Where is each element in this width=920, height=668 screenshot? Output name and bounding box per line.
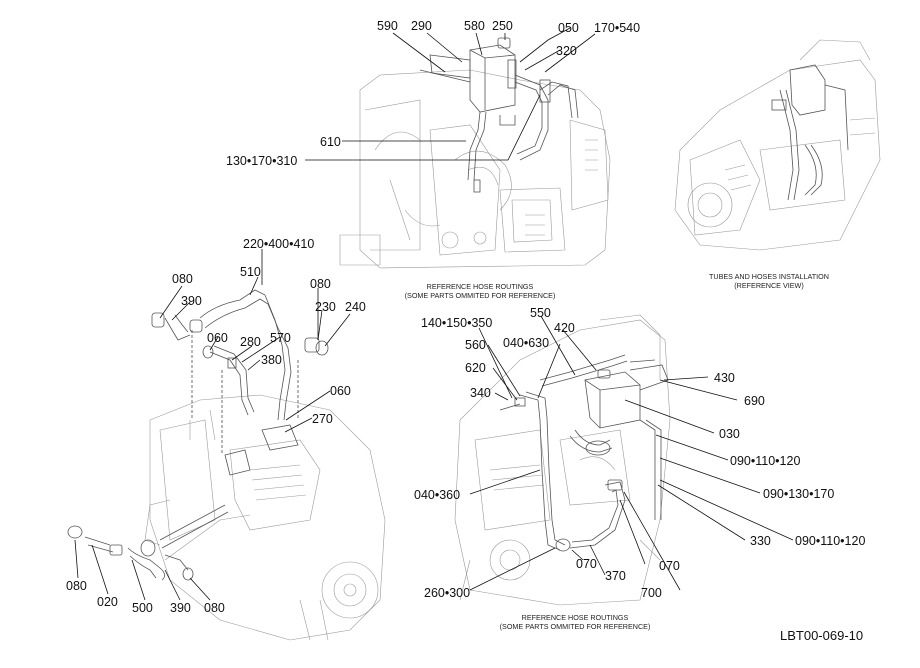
install-caption-line1: TUBES AND HOSES INSTALLATION (709, 272, 829, 281)
label-570: 570 (270, 331, 291, 345)
label-290: 290 (411, 19, 432, 33)
label-020: 020 (97, 595, 118, 609)
captions: REFERENCE HOSE ROUTINGS (SOME PARTS OMMI… (405, 272, 863, 643)
label-390-a: 390 (181, 294, 202, 308)
figure-id: LBT00-069-10 (780, 628, 863, 643)
label-240: 240 (345, 300, 366, 314)
label-130-170-310: 130•170•310 (226, 154, 297, 168)
label-580: 580 (464, 19, 485, 33)
label-510: 510 (240, 265, 261, 279)
label-040-360: 040•360 (414, 488, 460, 502)
install-reference-illustration (674, 39, 881, 251)
label-280: 280 (240, 335, 261, 349)
bottom-engine-illustration (454, 314, 671, 606)
label-080-a: 080 (172, 272, 193, 286)
label-090-130-170: 090•130•170 (763, 487, 834, 501)
label-090-110-120-b: 090•110•120 (795, 534, 865, 548)
label-610: 610 (320, 135, 341, 149)
label-090-110-120-a: 090•110•120 (730, 454, 800, 468)
label-260-300: 260•300 (424, 586, 470, 600)
label-140-150-350: 140•150•350 (421, 316, 492, 330)
label-370: 370 (605, 569, 626, 583)
label-700: 700 (641, 586, 662, 600)
top-engine-illustration (339, 37, 611, 269)
label-080-d: 080 (204, 601, 225, 615)
label-040-630: 040•630 (503, 336, 549, 350)
label-340: 340 (470, 386, 491, 400)
label-080-c: 080 (66, 579, 87, 593)
label-250: 250 (492, 19, 513, 33)
label-060-b: 060 (330, 384, 351, 398)
label-590: 590 (377, 19, 398, 33)
top-routing-caption-line1: REFERENCE HOSE ROUTINGS (427, 282, 534, 291)
leader-lines (74, 27, 794, 601)
bottom-routing-caption-line2: (SOME PARTS OMMITED FOR REFERENCE) (500, 622, 651, 631)
label-030: 030 (719, 427, 740, 441)
label-560: 560 (465, 338, 486, 352)
label-390-b: 390 (170, 601, 191, 615)
label-070-a: 070 (576, 557, 597, 571)
label-620: 620 (465, 361, 486, 375)
label-500: 500 (132, 601, 153, 615)
label-430: 430 (714, 371, 735, 385)
label-170-540: 170•540 (594, 21, 640, 35)
label-420: 420 (554, 321, 575, 335)
label-330: 330 (750, 534, 771, 548)
label-070-b: 070 (659, 559, 680, 573)
label-220-400-410: 220•400•410 (243, 237, 314, 251)
label-270: 270 (312, 412, 333, 426)
label-080-b: 080 (310, 277, 331, 291)
label-550: 550 (530, 306, 551, 320)
install-caption-line2: (REFERENCE VIEW) (734, 281, 803, 290)
label-380: 380 (261, 353, 282, 367)
label-320: 320 (556, 44, 577, 58)
top-routing-caption-line2: (SOME PARTS OMMITED FOR REFERENCE) (405, 291, 556, 300)
label-050: 050 (558, 21, 579, 35)
label-060-a: 060 (207, 331, 228, 345)
label-690: 690 (744, 394, 765, 408)
bottom-routing-caption-line1: REFERENCE HOSE ROUTINGS (522, 613, 629, 622)
label-230: 230 (315, 300, 336, 314)
part-labels: 590 290 580 250 050 170•540 320 610 130•… (66, 19, 865, 615)
